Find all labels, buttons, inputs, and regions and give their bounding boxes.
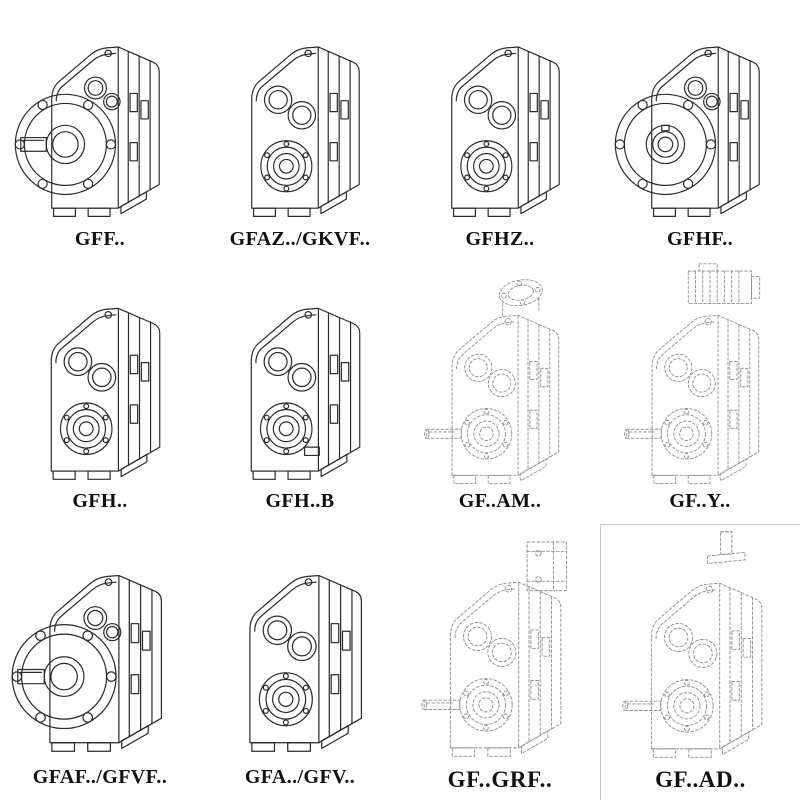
- model-label: GF..AD..: [655, 766, 746, 792]
- gearbox-bores-drawing-icon: [200, 0, 400, 226]
- catalog-cell-gfa-gfv: GFA../GFV..: [200, 524, 400, 800]
- gearbox-adapter-flange-phantom-drawing-icon: [400, 262, 600, 488]
- model-label: GFAZ../GKVF..: [229, 228, 371, 250]
- gearbox-motor-phantom-drawing-icon: [600, 262, 800, 488]
- gearbox-bores-drawing-icon: [200, 524, 400, 764]
- catalog-cell-gf-y: GF..Y..: [600, 262, 800, 524]
- model-label: GF..GRF..: [447, 766, 553, 792]
- catalog-cell-gfaz-gkvf: GFAZ../GKVF..: [200, 0, 400, 262]
- catalog-cell-gf-grf: GF..GRF..: [400, 524, 600, 800]
- model-label: GFHZ..: [465, 228, 535, 250]
- catalog-cell-gfh: GFH..: [0, 262, 200, 524]
- model-label: GFF..: [74, 228, 126, 250]
- catalog-cell-gfh-b: GFH..B: [200, 262, 400, 524]
- model-label: GFAF../GFVF..: [32, 766, 168, 788]
- gearbox-hollow-shaft-drawing-icon: [0, 262, 200, 488]
- catalog-cell-gfaf-gfvf: GFAF../GFVF..: [0, 524, 200, 800]
- model-label: GFA../GFV..: [244, 766, 356, 788]
- catalog-cell-gf-ad: GF..AD..: [600, 524, 800, 800]
- model-label: GF..Y..: [669, 490, 731, 512]
- gearbox-flange-hollow-drawing-icon: [600, 0, 800, 226]
- model-label: GFHF..: [666, 228, 734, 250]
- catalog-cell-gf-am: GF..AM..: [400, 262, 600, 524]
- catalog-cell-gfhf: GFHF..: [600, 0, 800, 262]
- model-label: GFH..B: [265, 490, 335, 512]
- gearbox-side-adapter-phantom-drawing-icon: [400, 524, 600, 765]
- gearbox-flange-shaft-drawing-icon: [0, 524, 200, 764]
- catalog-cell-gff: GFF..: [0, 0, 200, 262]
- model-label: GFH..: [72, 490, 128, 512]
- gearbox-input-adapter-phantom-drawing-icon: [601, 525, 800, 765]
- gearbox-flange-shaft-drawing-icon: [0, 0, 200, 226]
- model-label: GF..AM..: [458, 490, 542, 512]
- gearbox-hollow-shaft-b-drawing-icon: [200, 262, 400, 488]
- gearbox-hollow-shaft-drawing-icon: [400, 0, 600, 226]
- catalog-cell-gfhz: GFHZ..: [400, 0, 600, 262]
